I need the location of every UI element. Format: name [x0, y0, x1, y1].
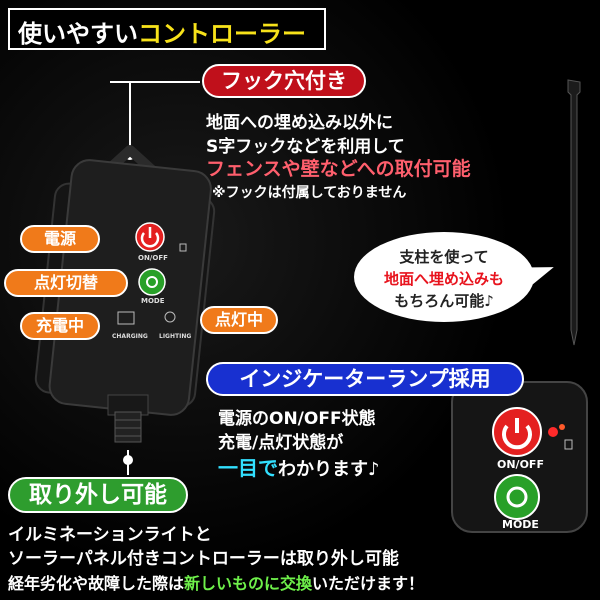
indicator-line-3: 一目でわかります♪: [218, 452, 380, 481]
indicator-highlight: 一目で: [218, 456, 278, 480]
switch-label: 点灯切替: [4, 269, 128, 297]
bubble-line-1: 支柱を使って: [399, 248, 489, 266]
title-box: [8, 8, 326, 50]
title-part2: コントローラー: [138, 20, 306, 48]
hook-highlight: フェンスや壁などへの取付可能: [206, 158, 471, 180]
device-lighting-label: LIGHTING: [159, 333, 192, 340]
indicator-line-3-rest: わかります♪: [278, 459, 380, 480]
closeup-onoff-label: ON/OFF: [497, 458, 544, 471]
detach-line-3-a: 経年劣化や故障した際は: [8, 574, 185, 593]
detach-line-1: イルミネーションライトと: [8, 525, 212, 545]
hook-line-1: 地面への埋め込み以外に: [206, 113, 393, 133]
bubble-line-3: もちろん可能♪: [394, 292, 494, 310]
indicator-closeup: [451, 381, 588, 533]
device-onoff-label: ON/OFF: [138, 254, 168, 262]
indicator-line-1: 電源のON/OFF状態: [218, 409, 376, 429]
hook-line-2: S字フックなどを利用して: [206, 137, 405, 157]
detach-highlight: 新しいものに交換: [184, 574, 313, 593]
ground-stake: [567, 79, 581, 346]
power-label: 電源: [20, 225, 100, 253]
detach-line-3-b: いただけます！: [312, 574, 425, 593]
lighting-label: 点灯中: [200, 306, 278, 334]
bubble-line-2: 地面へ埋め込みも: [383, 270, 504, 288]
closeup-mode-label: MODE: [502, 518, 539, 531]
device-charging-label: CHARGING: [112, 333, 148, 340]
hook-note: ※フックは付属しておりません: [212, 185, 407, 201]
detach-line-3: 経年劣化や故障した際は新しいものに交換いただけます！: [8, 570, 424, 594]
indicator-badge: インジケーターランプ採用: [206, 362, 524, 396]
indicator-line-2: 充電/点灯状態が: [218, 433, 344, 453]
page-title: 使いやすいコントローラー: [18, 14, 306, 49]
title-part1: 使いやすい: [18, 20, 138, 48]
charging-label: 充電中: [20, 312, 100, 340]
detachable-badge: 取り外し可能: [8, 477, 188, 513]
device-mode-label: MODE: [141, 297, 165, 305]
detach-line-2: ソーラーパネル付きコントローラーは取り外し可能: [8, 549, 399, 569]
stake-bubble: 支柱を使って 地面へ埋め込みも もちろん可能♪: [354, 232, 534, 322]
hook-hole-badge: フック穴付き: [202, 64, 366, 98]
